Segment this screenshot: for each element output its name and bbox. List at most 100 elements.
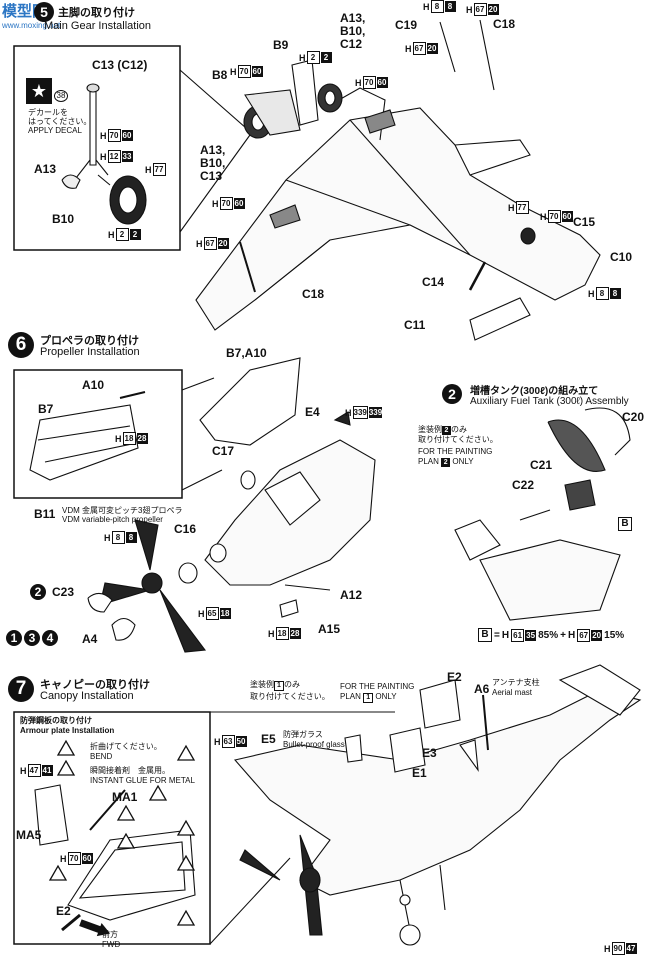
step6-title-en: Propeller Installation	[40, 346, 140, 358]
aux-note-jp3: 取り付けてください。	[418, 435, 498, 444]
aux-note-en2: PLAN 2 ONLY	[418, 457, 474, 467]
step6-number: 6	[8, 332, 34, 358]
aux-number: 2	[442, 384, 462, 404]
part-a10: A10	[82, 378, 105, 392]
part-c23: C23	[52, 585, 75, 599]
aux-title-en: Auxiliary Fuel Tank (300ℓ) Assembly	[470, 396, 629, 407]
fwd-jp: 前方	[102, 930, 118, 939]
step5-number: 5	[34, 2, 54, 22]
part-c14: C14	[422, 275, 445, 289]
part-ma5: MA5	[16, 828, 42, 842]
step7-title-jp: キャノピーの取り付け	[40, 679, 150, 691]
decal-jp1: デカールを	[28, 108, 68, 117]
watermark-line2: www.moxing.net	[2, 21, 61, 30]
part-a13-b10-c12: A13, B10, C12	[340, 11, 366, 51]
glue-jp: 瞬間接着剤 金属用。	[90, 766, 170, 775]
bend-en: BEND	[90, 752, 113, 761]
part-c10: C10	[610, 250, 633, 264]
part-c22: C22	[512, 478, 535, 492]
b11-jp: VDM 金属可変ピッチ3翅プロペラ	[62, 506, 183, 515]
a6-en: Aerial mast	[492, 688, 533, 697]
armour-title-en: Armour plate Installation	[20, 726, 115, 735]
part-c11: C11	[404, 318, 426, 332]
plan1-badge: 1	[6, 630, 22, 646]
part-b7a10: B7,A10	[226, 346, 267, 360]
part-a4: A4	[82, 632, 98, 646]
e5-jp: 防弾ガラス	[283, 730, 323, 739]
decal-jp2: はってください。	[28, 117, 92, 126]
part-c20: C20	[622, 410, 645, 424]
part-c21: C21	[530, 458, 553, 472]
part-b8: B8	[212, 68, 228, 82]
part-b9: B9	[273, 38, 289, 52]
armour-title-jp: 防弾鋼板の取り付け	[20, 716, 92, 725]
part-ma1: MA1	[112, 790, 138, 804]
b11-en: VDM variable-pitch propeller	[62, 515, 163, 524]
part-c19: C19	[395, 18, 418, 32]
step7-note-en1: FOR THE PAINTING	[340, 682, 415, 691]
part-b11: B11	[34, 507, 56, 521]
part-c18-top: C18	[493, 17, 516, 31]
aux-note-en1: FOR THE PAINTING	[418, 447, 493, 456]
decal-en: APPLY DECAL	[28, 126, 82, 135]
plan2-badge: 2	[30, 584, 46, 600]
part-e4: E4	[305, 405, 320, 419]
plans-1-3-4: 1 3 4	[6, 630, 58, 646]
step7-note-jp3: 取り付けてください。	[250, 692, 330, 701]
step7-number: 7	[8, 676, 34, 702]
step5-title-en: Main Gear Installation	[44, 20, 151, 32]
step7-title-en: Canopy Installation	[40, 690, 134, 702]
decal-icon: ★	[26, 78, 52, 104]
part-a13-b10-c13: A13, B10, C13	[200, 143, 226, 183]
part-c16: C16	[174, 522, 197, 536]
part-e2: E2	[447, 670, 462, 684]
bend-jp: 折曲げてください。	[90, 742, 162, 751]
part-a12: A12	[340, 588, 363, 602]
plan2-c23: 2	[30, 583, 46, 601]
a6-jp: アンテナ支柱	[492, 678, 540, 687]
part-c13c12: C13 (C12)	[92, 58, 148, 72]
part-c17: C17	[212, 444, 235, 458]
step5-title-jp: 主脚の取り付け	[58, 7, 135, 19]
part-e1: E1	[412, 766, 427, 780]
part-a15: A15	[318, 622, 341, 636]
part-b-ref: B	[618, 513, 632, 531]
part-e2-box: E2	[56, 904, 71, 918]
decal-number: 38	[54, 90, 68, 102]
part-a6: A6	[474, 682, 490, 696]
part-c18-bot: C18	[302, 287, 325, 301]
plan4-badge: 4	[42, 630, 58, 646]
part-b10-box: B10	[52, 212, 75, 226]
step7-note-en2: PLAN 1 ONLY	[340, 692, 397, 703]
part-b7: B7	[38, 402, 54, 416]
fwd-en: FWD	[102, 940, 121, 949]
part-e5: E5	[261, 732, 276, 746]
part-e3: E3	[422, 746, 437, 760]
e5-en: Bullet-proof glass	[283, 740, 345, 749]
